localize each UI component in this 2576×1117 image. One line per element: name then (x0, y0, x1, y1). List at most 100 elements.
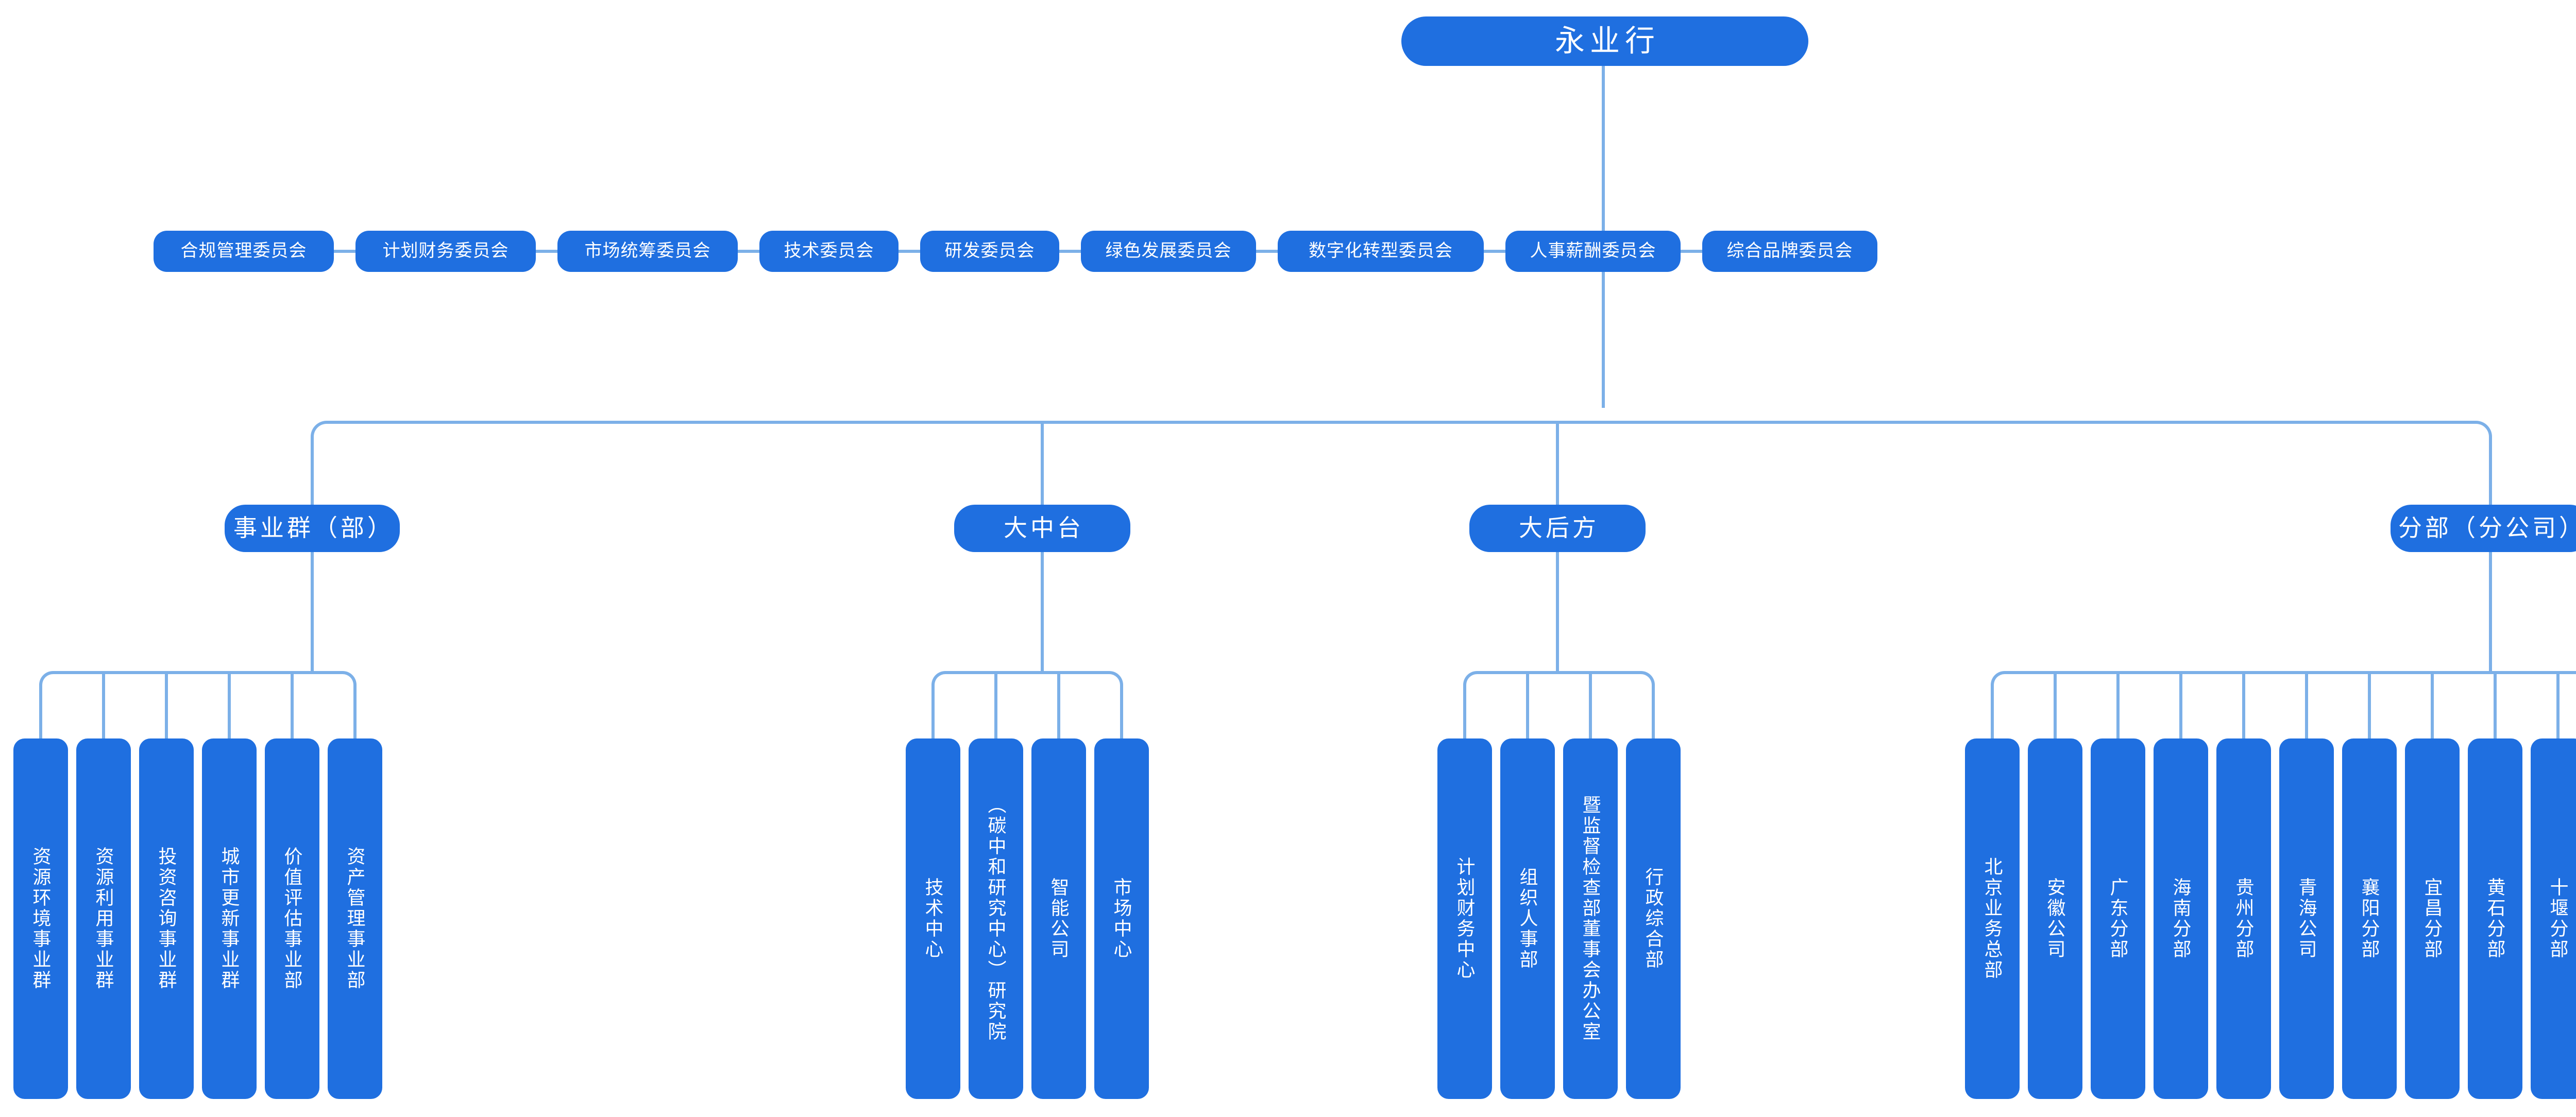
leaf-node-3-3-label: 海南分部 (2170, 878, 2192, 960)
connector-leaf-drop-3-9 (2556, 673, 2560, 738)
leaf-node-3-9[interactable]: 十堰分部 (2531, 738, 2576, 1099)
connector-leaf-drop-0-4 (291, 673, 294, 738)
connector-group-stem-2 (1556, 552, 1559, 673)
leaf-node-2-2[interactable]: 暨监督检查部董事会办公室 (1563, 738, 1618, 1099)
connector-committee-link-2 (738, 250, 759, 253)
leaf-node-3-3[interactable]: 海南分部 (2154, 738, 2208, 1099)
leaf-node-2-0[interactable]: 计划财务中心 (1437, 738, 1492, 1099)
committee-node-5[interactable]: 绿色发展委员会 (1081, 231, 1256, 272)
connector-leaf-drop-3-8 (2494, 673, 2497, 738)
leaf-node-1-2[interactable]: 智能公司 (1031, 738, 1086, 1099)
committee-node-5-label: 绿色发展委员会 (1105, 241, 1232, 261)
group-node-2[interactable]: 大后方 (1469, 505, 1646, 552)
connector-group-stem-3 (2489, 552, 2492, 673)
leaf-node-0-3[interactable]: 城市更新事业群 (202, 738, 257, 1099)
committee-node-2[interactable]: 市场统筹委员会 (557, 231, 738, 272)
connector-leaf-drop-3-7 (2431, 673, 2434, 738)
connector-group-bus-corner-left (311, 421, 327, 437)
leaf-node-1-2-label: 智能公司 (1048, 878, 1070, 960)
committee-node-8[interactable]: 综合品牌委员会 (1702, 231, 1877, 272)
committee-node-0-label: 合规管理委员会 (180, 241, 307, 261)
leaf-node-2-3-label: 行政综合部 (1642, 867, 1664, 970)
connector-committee-link-0 (334, 250, 355, 253)
committee-node-1-label: 计划财务委员会 (382, 241, 509, 261)
connector-leaf-bus-1 (945, 671, 1109, 674)
committee-node-6[interactable]: 数字化转型委员会 (1278, 231, 1484, 272)
leaf-node-0-5[interactable]: 资产管理事业部 (328, 738, 382, 1099)
committee-node-3[interactable]: 技术委员会 (759, 231, 899, 272)
connector-leaf-drop-0-2 (165, 673, 168, 738)
connector-leaf-bus-corner-left-1 (931, 671, 945, 685)
leaf-node-2-3[interactable]: 行政综合部 (1626, 738, 1681, 1099)
group-node-1-label: 大中台 (1004, 514, 1084, 542)
connector-committee-link-3 (899, 250, 920, 253)
leaf-node-0-0[interactable]: 资源环境事业群 (13, 738, 68, 1099)
leaf-node-3-4-label: 贵州分部 (2233, 878, 2255, 960)
leaf-node-3-0[interactable]: 北京业务总部 (1965, 738, 2020, 1099)
leaf-node-3-6[interactable]: 襄阳分部 (2342, 738, 2397, 1099)
leaf-node-0-2-label: 投资咨询事业群 (156, 847, 177, 991)
leaf-node-3-0-label: 北京业务总部 (1981, 857, 2003, 981)
leaf-node-3-4[interactable]: 贵州分部 (2216, 738, 2271, 1099)
connector-committee-link-5 (1256, 250, 1278, 253)
leaf-node-0-4-label: 价值评估事业部 (281, 847, 303, 991)
connector-group-drop-0 (311, 437, 314, 505)
committee-node-1[interactable]: 计划财务委员会 (355, 231, 536, 272)
leaf-node-1-0-label: 技术中心 (922, 878, 944, 960)
connector-leaf-bus-corner-left-3 (1991, 671, 2005, 685)
leaf-node-1-1[interactable]: （碳中和研究中心）研究院 (969, 738, 1023, 1099)
connector-leaf-drop-1-2 (1057, 673, 1060, 738)
connector-leaf-drop-3-6 (2368, 673, 2371, 738)
connector-leaf-bus-corner-right-0 (343, 671, 357, 685)
committee-node-7[interactable]: 人事薪酬委员会 (1505, 231, 1681, 272)
connector-leaf-drop-0-5 (353, 685, 357, 738)
leaf-node-3-6-label: 襄阳分部 (2359, 878, 2380, 960)
connector-leaf-drop-3-2 (2116, 673, 2120, 738)
committee-node-2-label: 市场统筹委员会 (584, 241, 711, 261)
connector-leaf-drop-3-4 (2242, 673, 2245, 738)
committee-node-4-label: 研发委员会 (944, 241, 1035, 261)
connector-leaf-drop-3-3 (2179, 673, 2182, 738)
leaf-node-3-1[interactable]: 安徽公司 (2028, 738, 2082, 1099)
leaf-node-0-3-label: 城市更新事业群 (218, 847, 240, 991)
leaf-node-0-5-label: 资产管理事业部 (344, 847, 366, 991)
group-node-1[interactable]: 大中台 (954, 505, 1130, 552)
connector-group-bus (327, 421, 2476, 424)
connector-leaf-drop-1-0 (931, 685, 935, 738)
leaf-node-1-3[interactable]: 市场中心 (1094, 738, 1149, 1099)
connector-group-drop-3 (2489, 437, 2492, 505)
leaf-node-3-8[interactable]: 黄石分部 (2468, 738, 2522, 1099)
leaf-node-0-2[interactable]: 投资咨询事业群 (139, 738, 194, 1099)
connector-leaf-drop-2-0 (1463, 685, 1466, 738)
root-node[interactable]: 永业行 (1401, 16, 1808, 66)
leaf-node-0-0-label: 资源环境事业群 (30, 847, 52, 991)
connector-leaf-drop-2-2 (1589, 673, 1592, 738)
connector-leaf-bus-0 (53, 671, 343, 674)
committee-node-4[interactable]: 研发委员会 (920, 231, 1059, 272)
leaf-node-3-7[interactable]: 宜昌分部 (2405, 738, 2460, 1099)
leaf-node-1-0[interactable]: 技术中心 (906, 738, 960, 1099)
connector-leaf-drop-1-3 (1120, 685, 1123, 738)
connector-group-stem-0 (311, 552, 314, 673)
connector-leaf-drop-0-0 (39, 685, 42, 738)
group-node-3[interactable]: 分部（分公司） (2391, 505, 2576, 552)
connector-leaf-drop-3-0 (1991, 685, 1994, 738)
connector-committee-link-7 (1681, 250, 1702, 253)
connector-leaf-drop-2-1 (1526, 673, 1529, 738)
leaf-node-3-2[interactable]: 广东分部 (2091, 738, 2145, 1099)
group-node-3-label: 分部（分公司） (2398, 514, 2576, 542)
leaf-node-3-5[interactable]: 青海公司 (2279, 738, 2334, 1099)
committee-node-7-label: 人事薪酬委员会 (1530, 241, 1656, 261)
committee-node-6-label: 数字化转型委员会 (1309, 241, 1453, 261)
connector-committee-link-6 (1484, 250, 1505, 253)
committee-node-8-label: 综合品牌委员会 (1726, 241, 1853, 261)
leaf-node-2-0-label: 计划财务中心 (1454, 857, 1476, 981)
group-node-0[interactable]: 事业群（部） (225, 505, 400, 552)
connector-group-bus-corner-right (2476, 421, 2492, 437)
connector-leaf-drop-3-1 (2054, 673, 2057, 738)
leaf-node-2-1[interactable]: 组织人事部 (1500, 738, 1555, 1099)
group-node-0-label: 事业群（部） (233, 514, 394, 542)
leaf-node-0-1[interactable]: 资源利用事业群 (76, 738, 131, 1099)
committee-node-0[interactable]: 合规管理委员会 (154, 231, 334, 272)
leaf-node-0-4[interactable]: 价值评估事业部 (265, 738, 319, 1099)
